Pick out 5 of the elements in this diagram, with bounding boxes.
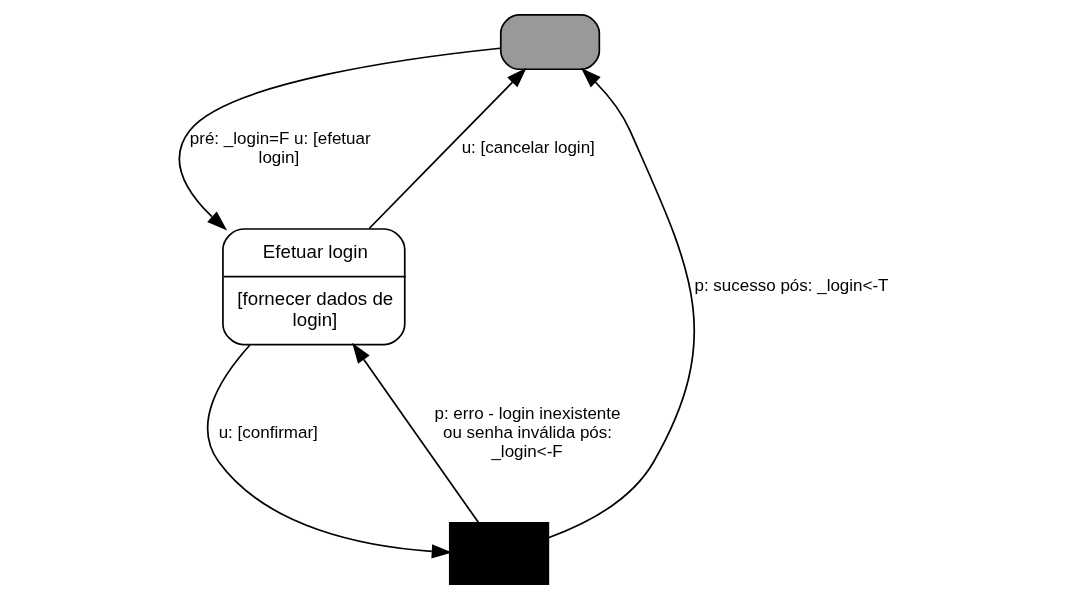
edge-label: u: [confirmar] [218,422,318,442]
edge-label: pré: _login=F u: [efetuar login] [189,129,371,167]
edge-label: p: erro - login inexistente ou senha inválida pós: _login<-F [434,404,621,461]
edge-label: p: sucesso pós: _login<-T [694,276,889,295]
edge-label: u: [cancelar login] [461,138,595,158]
